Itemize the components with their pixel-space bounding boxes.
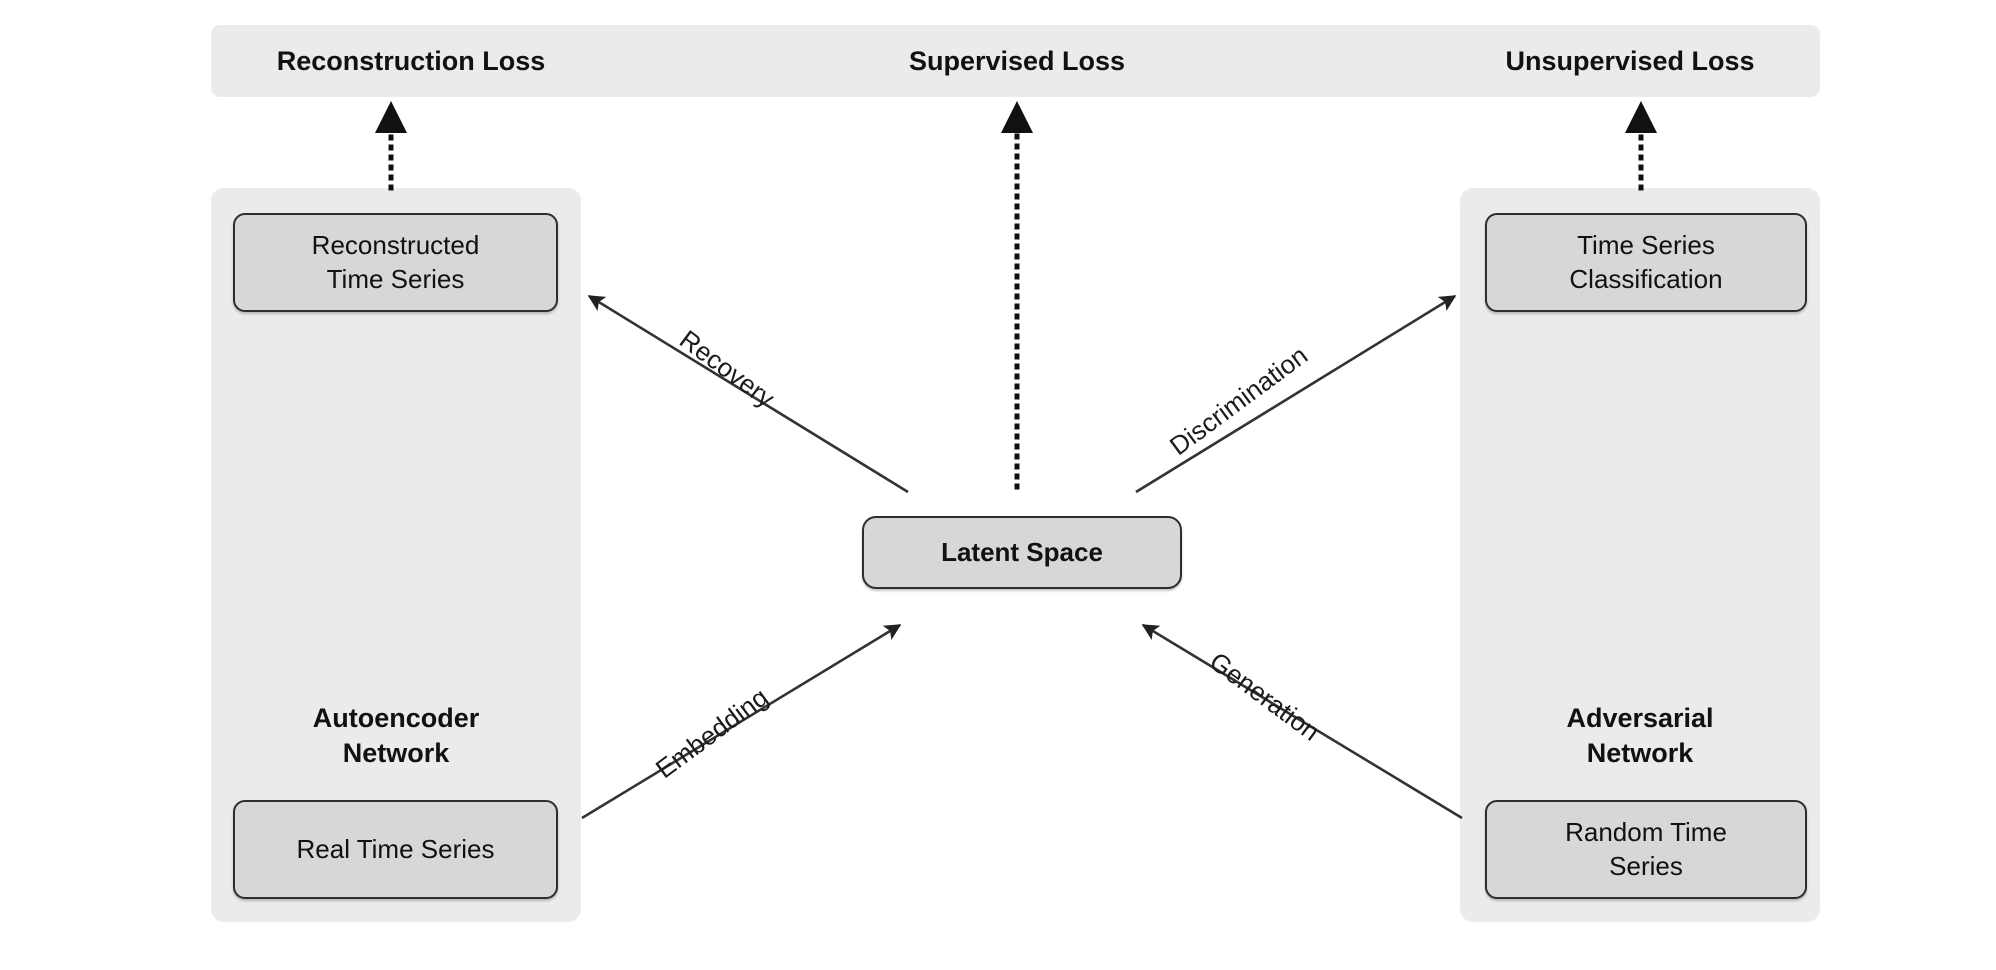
loss-label-reconstruction: Reconstruction Loss: [276, 46, 546, 76]
node-reconstructed-time-series[interactable]: Reconstructed Time Series: [233, 213, 558, 312]
node-classification-line2: Classification: [1569, 263, 1723, 294]
node-real-time-series[interactable]: Real Time Series: [233, 800, 558, 899]
node-random-line2: Series: [1609, 850, 1683, 881]
node-random-time-series[interactable]: Random Time Series: [1485, 800, 1807, 899]
node-real-label: Real Time Series: [296, 833, 495, 864]
node-time-series-classification[interactable]: Time Series Classification: [1485, 213, 1807, 312]
panel-title-autoencoder-line2: Network: [342, 737, 450, 768]
loss-label-supervised: Supervised Loss: [908, 46, 1126, 76]
edge-label-discrimination: Discrimination: [1164, 339, 1314, 462]
node-random-line1: Random Time: [1565, 816, 1727, 847]
node-reconstructed-line1: Reconstructed: [311, 229, 480, 260]
panel-title-autoencoder: Autoencoder Network: [211, 701, 581, 770]
node-latent-label: Latent Space: [941, 536, 1103, 567]
node-latent-space[interactable]: Latent Space: [862, 516, 1182, 589]
loss-bar: [211, 25, 1820, 97]
edge-label-recovery: Recovery: [674, 324, 781, 414]
node-reconstructed-line2: Time Series: [326, 263, 465, 294]
edge-label-generation: Generation: [1204, 646, 1326, 747]
node-classification-line1: Time Series: [1577, 229, 1715, 260]
edge-label-embedding: Embedding: [650, 681, 774, 785]
panel-title-adversarial-line2: Network: [1586, 737, 1694, 768]
loss-label-unsupervised: Unsupervised Loss: [1505, 46, 1755, 76]
arrow-discrimination: [1135, 294, 1457, 494]
panel-title-autoencoder-line1: Autoencoder: [312, 703, 480, 733]
panel-title-adversarial-line1: Adversarial: [1566, 703, 1714, 733]
panel-title-adversarial: Adversarial Network: [1460, 701, 1820, 770]
